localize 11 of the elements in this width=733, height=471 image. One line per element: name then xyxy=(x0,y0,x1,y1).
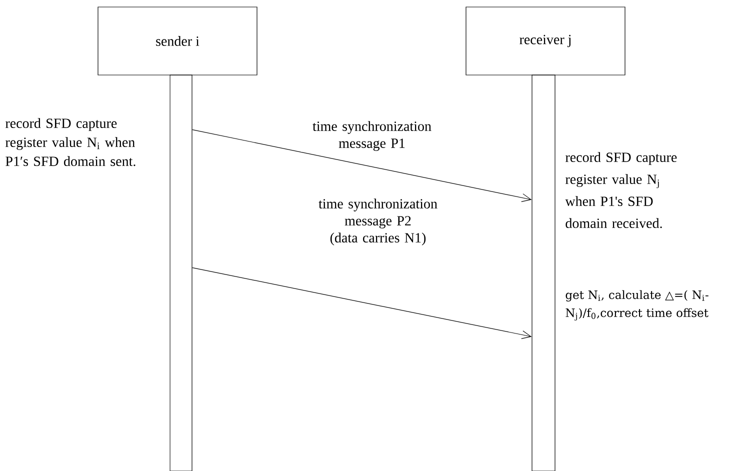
edge-label: time synchronization message P2 (data carries N1) xyxy=(302,198,454,246)
annotation-text: record SFD capture register value N$_{j}$ when P1's SFD domain received. xyxy=(565,152,677,228)
lifeline-bar xyxy=(532,74,556,471)
annotation-text: get N$_{i}$, calculate △=( N$_{i}$- N$_{j}$)/f$_{0}$,correct time offset xyxy=(566,290,708,321)
participant-box: receiver j xyxy=(466,6,626,76)
participant-box: sender i xyxy=(98,6,258,76)
arrow xyxy=(192,129,532,202)
edge-label: time synchronization message P1 xyxy=(301,120,443,152)
lifeline-bar xyxy=(170,74,192,471)
arrow xyxy=(192,267,532,339)
annotation-text: record SFD capture register value N$_{i}$ when P1′s SFD domain sent. xyxy=(5,118,136,166)
